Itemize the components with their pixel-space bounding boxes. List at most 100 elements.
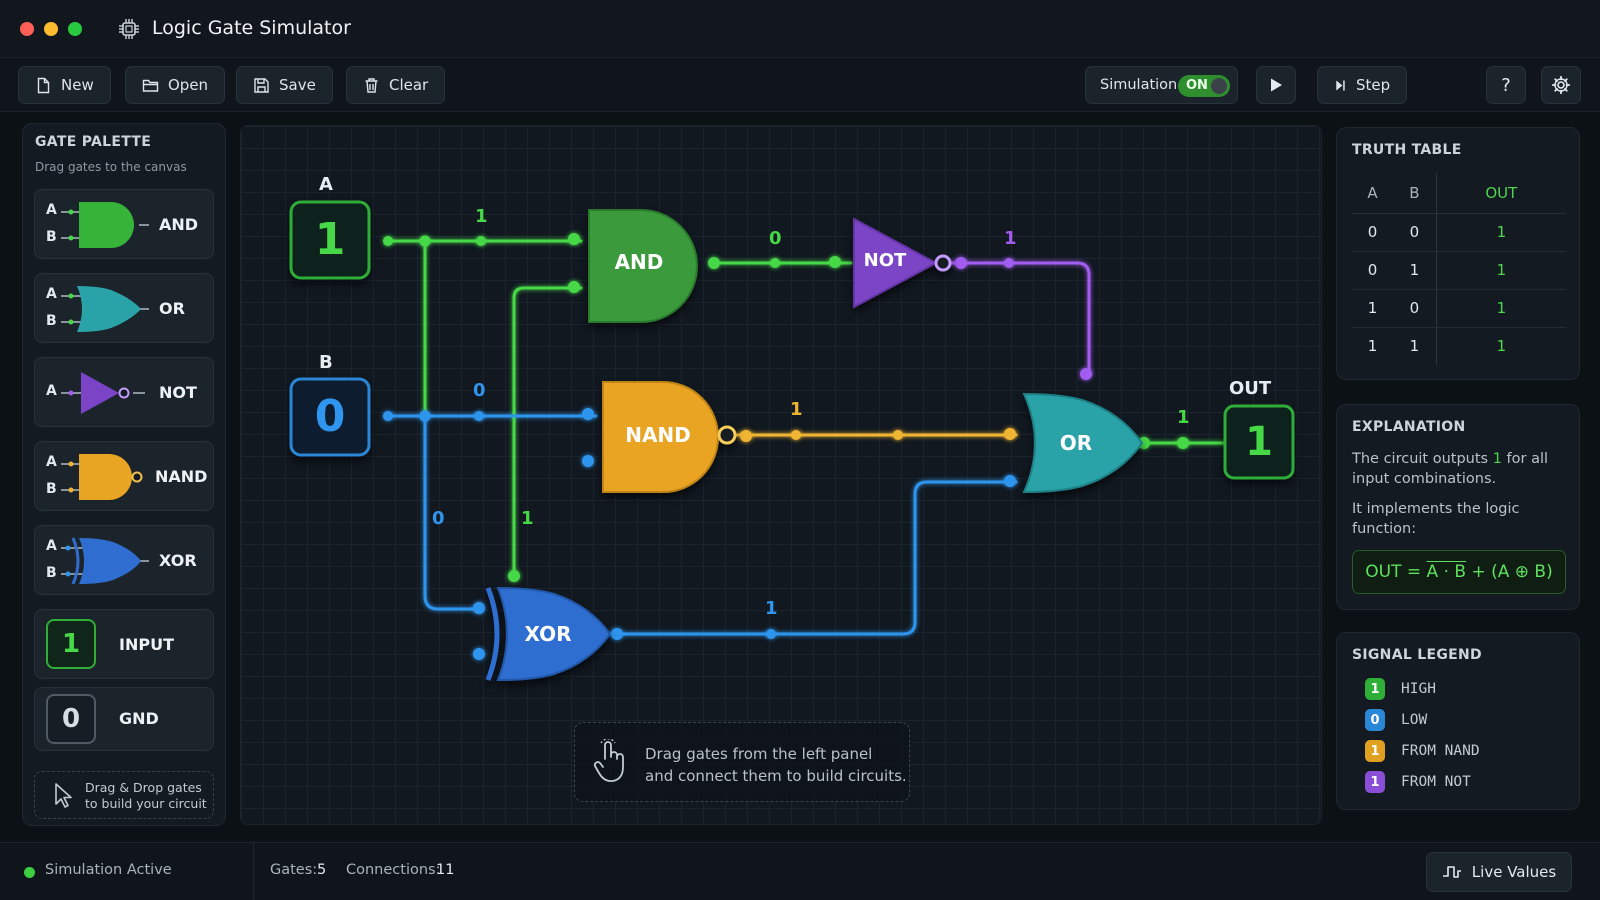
wire-a-to-and-b[interactable] (512, 286, 583, 578)
legend-badge: 0 (1365, 709, 1385, 731)
or-gate[interactable] (1022, 392, 1144, 494)
pin-dot (829, 256, 841, 268)
table-row: 0 1 1 (1352, 251, 1566, 290)
clear-button[interactable]: Clear (346, 66, 446, 104)
pin-dot (508, 570, 520, 582)
junction-dot (476, 236, 486, 246)
play-button[interactable] (1256, 66, 1296, 104)
save-button[interactable]: Save (236, 66, 333, 104)
cell-a: 0 (1352, 251, 1394, 290)
cell-out: 1 (1435, 213, 1566, 252)
folder-icon (142, 79, 159, 92)
or-gate-label: OR (1059, 431, 1093, 455)
pin-b-label: B (46, 229, 57, 245)
maximize-window-button[interactable] (68, 22, 82, 36)
or-gate-icon (61, 286, 149, 332)
wire-not-to-or[interactable] (946, 261, 1091, 376)
palette-item-label: XOR (159, 551, 197, 570)
minimize-window-button[interactable] (44, 22, 58, 36)
cell-b: 0 (1393, 289, 1437, 328)
input-a-label: A (319, 174, 333, 195)
pin-dot (708, 257, 720, 269)
trash-icon (365, 77, 378, 93)
legend-item-high: 1 HIGH (1365, 678, 1436, 700)
circuit-canvas[interactable]: A 1 B 0 OUT 1 AND NOT NAND OR XOR 1 0 1 … (240, 125, 1322, 825)
floppy-icon (254, 77, 269, 93)
xor-gate[interactable] (485, 586, 612, 682)
step-button-label: Step (1356, 76, 1391, 94)
palette-item-input[interactable]: 1 INPUT (34, 609, 214, 679)
waveform-icon (1442, 866, 1461, 878)
gear-icon (1551, 75, 1571, 95)
palette-item-not[interactable]: A NOT (34, 357, 214, 427)
table-row: 0 0 1 (1352, 213, 1566, 252)
nand-gate-label: NAND (625, 423, 691, 447)
nand-gate-icon (61, 454, 143, 500)
explanation-text-1: The circuit outputs 1 for all input comb… (1352, 449, 1570, 489)
close-window-button[interactable] (20, 22, 34, 36)
palette-item-label: GND (119, 709, 159, 728)
output-label: OUT (1229, 378, 1272, 399)
legend-badge: 1 (1365, 740, 1385, 762)
xor-gate-label: XOR (524, 622, 572, 646)
input-b-node[interactable] (289, 377, 371, 457)
palette-item-label: INPUT (119, 635, 174, 654)
new-button[interactable]: New (18, 66, 111, 104)
input-a-value: 1 (314, 214, 346, 265)
explanation-highlight: 1 (1492, 451, 1502, 467)
palette-item-gnd[interactable]: 0 GND (34, 687, 214, 751)
legend-item-from-not: 1 FROM NOT (1365, 771, 1471, 793)
canvas-hint: Drag gates from the left panel and conne… (574, 722, 910, 802)
output-value: 1 (1245, 419, 1273, 465)
settings-button[interactable] (1541, 66, 1581, 104)
pin-dot (383, 236, 393, 246)
help-button[interactable]: ? (1486, 66, 1526, 104)
palette-item-nand[interactable]: A B NAND (34, 441, 214, 511)
and-gate-icon (61, 202, 149, 248)
simulation-control: Simulation ON (1085, 66, 1238, 104)
pin-dot (383, 411, 393, 421)
pin-a-label: A (46, 286, 57, 302)
signal-legend-panel: SIGNAL LEGEND 1 HIGH 0 LOW 1 FROM NAND 1… (1336, 632, 1580, 810)
pin-dot (582, 455, 594, 467)
formula-part: OUT = (1365, 562, 1427, 582)
junction-dot (766, 629, 776, 639)
save-button-label: Save (279, 76, 316, 94)
palette-item-and[interactable]: A B AND (34, 189, 214, 259)
wire-xor-to-or[interactable] (609, 480, 1018, 636)
and-gate[interactable] (588, 209, 698, 323)
cell-out: 1 (1435, 327, 1566, 365)
wire-value-xor-or: 1 (765, 598, 778, 619)
cell-a: 0 (1352, 213, 1394, 252)
formula-negated-b: B (1454, 562, 1467, 582)
status-divider (253, 843, 254, 900)
help-icon: ? (1501, 74, 1511, 96)
simulation-status: Simulation Active (45, 862, 172, 878)
connections-count-label: Connections: (346, 862, 441, 878)
cursor-arrow-icon (55, 783, 72, 808)
table-row: 1 1 1 (1352, 327, 1566, 365)
circuit-diagram (289, 200, 1295, 682)
legend-label: FROM NOT (1401, 774, 1471, 790)
input-a-node[interactable] (289, 200, 371, 280)
simulation-toggle[interactable]: ON (1178, 75, 1230, 97)
palette-item-or[interactable]: A B OR (34, 273, 214, 343)
palette-item-xor[interactable]: A B XOR (34, 525, 214, 595)
cell-a: 1 (1367, 337, 1378, 356)
and-gate-label: AND (614, 250, 664, 274)
nand-gate[interactable] (602, 381, 737, 493)
legend-label: HIGH (1401, 681, 1436, 697)
gate-palette: GATE PALETTE Drag gates to the canvas A … (22, 123, 226, 826)
open-button[interactable]: Open (125, 66, 226, 104)
live-values-button[interactable]: Live Values (1426, 852, 1572, 892)
step-button[interactable]: Step (1317, 66, 1408, 104)
chip-icon (119, 19, 139, 39)
pin-dot (1080, 368, 1092, 380)
output-node[interactable] (1223, 404, 1295, 480)
table-row: 1 0 1 (1352, 289, 1566, 328)
hand-pointer-icon (593, 739, 624, 782)
step-icon (1336, 80, 1345, 90)
wire-b-to-xor[interactable] (423, 414, 483, 611)
not-gate[interactable] (853, 217, 952, 309)
not-gate-label: NOT (863, 250, 907, 271)
